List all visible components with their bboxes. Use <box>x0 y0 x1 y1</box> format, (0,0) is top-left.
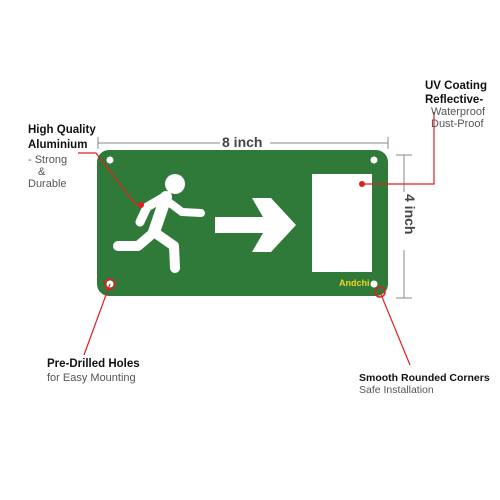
width-dimension-line <box>97 137 389 149</box>
height-dimension-line <box>396 154 412 299</box>
brand-label: Andchi <box>339 278 370 288</box>
running-man-icon <box>113 174 205 273</box>
holes-sub: for Easy Mounting <box>47 372 136 384</box>
corners-title: Smooth Rounded Corners <box>359 372 490 384</box>
holes-title: Pre-Drilled Holes <box>47 358 140 370</box>
door-icon <box>312 174 372 272</box>
mounting-hole-top-left <box>106 156 114 164</box>
material-title-line1: High Quality <box>28 124 96 136</box>
height-label: 4 inch <box>402 194 418 235</box>
coating-title-line2: Reflective- <box>425 94 484 106</box>
coating-sub-line1: Waterproof <box>431 106 486 118</box>
coating-sub-line2: Dust-Proof <box>431 118 484 130</box>
callout-markers <box>104 181 386 298</box>
callout-lines <box>78 112 435 366</box>
material-sub-line2: & <box>38 166 46 178</box>
mounting-hole-top-right <box>370 156 378 164</box>
material-sub-line1: - Strong <box>28 154 68 166</box>
mounting-hole-bottom-right <box>370 280 378 288</box>
material-sub-line3: Durable <box>28 178 67 190</box>
material-title-line2: Aluminium <box>28 139 88 151</box>
corners-sub: Safe Installation <box>359 384 434 396</box>
coating-title-line1: UV Coating <box>425 80 487 92</box>
arrow-right-icon <box>215 198 296 252</box>
width-label: 8 inch <box>222 134 263 150</box>
